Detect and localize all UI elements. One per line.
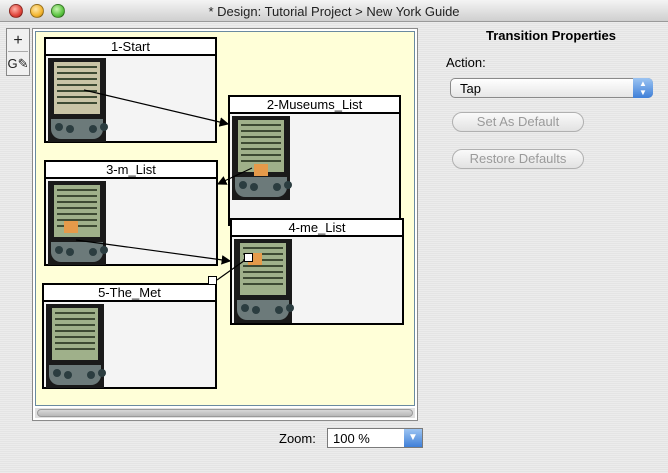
design-canvas[interactable]: 1-Start 2-Museums_List 3-m_List 4-me_Lis… <box>35 31 415 406</box>
properties-panel-title: Transition Properties <box>485 28 617 43</box>
node-title: 2-Museums_List <box>230 97 399 114</box>
action-value: Tap <box>460 81 481 96</box>
action-label: Action: <box>446 55 486 70</box>
chevron-down-icon: ▼ <box>404 429 422 447</box>
transition-start-handle[interactable] <box>244 253 253 262</box>
device-thumbnail <box>48 181 106 265</box>
restore-defaults-button[interactable]: Restore Defaults <box>452 149 584 169</box>
zoom-value: 100 % <box>333 431 370 446</box>
zoom-label: Zoom: <box>279 431 316 446</box>
minimize-window-button[interactable] <box>30 4 44 18</box>
node-title: 4-me_List <box>232 220 402 237</box>
set-as-default-button[interactable]: Set As Default <box>452 112 584 132</box>
device-thumbnail <box>46 304 104 388</box>
zoom-window-button[interactable] <box>51 4 65 18</box>
design-canvas-frame: 1-Start 2-Museums_List 3-m_List 4-me_Lis… <box>32 28 418 421</box>
node-the-met[interactable]: 5-The_Met <box>42 283 217 389</box>
node-museums-list[interactable]: 2-Museums_List <box>228 95 401 226</box>
node-title: 5-The_Met <box>44 285 215 302</box>
node-title: 3-m_List <box>46 162 216 179</box>
add-node-tool-icon[interactable]: + <box>8 30 28 52</box>
window-title: * Design: Tutorial Project > New York Gu… <box>208 4 460 19</box>
zoom-select[interactable]: 100 % ▼ <box>327 428 423 448</box>
device-thumbnail <box>48 58 106 142</box>
horizontal-scrollbar[interactable] <box>35 408 415 418</box>
device-thumbnail <box>232 116 290 200</box>
device-thumbnail <box>234 239 292 323</box>
scrollbar-thumb[interactable] <box>37 409 413 417</box>
up-down-arrows-icon: ▲▼ <box>633 78 653 98</box>
transition-end-handle[interactable] <box>208 276 217 285</box>
node-title: 1-Start <box>46 39 215 56</box>
title-bar: * Design: Tutorial Project > New York Gu… <box>0 0 668 22</box>
node-m-list[interactable]: 3-m_List <box>44 160 218 266</box>
toolbox: + G✎ <box>6 28 30 76</box>
node-me-list[interactable]: 4-me_List <box>230 218 404 325</box>
action-select[interactable]: Tap ▲▼ <box>450 78 653 98</box>
close-window-button[interactable] <box>9 4 23 18</box>
link-tool-icon[interactable]: G✎ <box>7 56 29 71</box>
node-start[interactable]: 1-Start <box>44 37 217 143</box>
